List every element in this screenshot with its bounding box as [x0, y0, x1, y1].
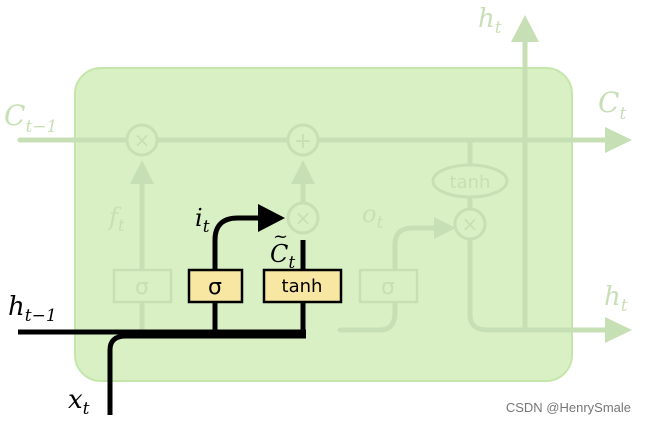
forget-gate-label: σ [135, 275, 149, 300]
highlighted-paths [18, 215, 306, 415]
label-h-prev: ht−1 [8, 292, 57, 326]
input-multiply-circle [286, 201, 320, 235]
input-gate-label: σ [208, 275, 222, 300]
output-gate-box [358, 268, 419, 304]
ht-top-arrowhead [511, 15, 539, 42]
label-x-t: xt [68, 385, 90, 419]
forget-multiply-symbol: × [134, 128, 151, 152]
highlighted-labels: ht−1 xt it ~ Ct [8, 204, 295, 419]
add-symbol: + [294, 129, 312, 154]
output-to-ht-path [467, 237, 608, 333]
label-i-t: it [195, 204, 210, 237]
forget-multiply-circle [125, 123, 159, 157]
candidate-gate-box [262, 268, 343, 304]
cell-state-arrowhead [605, 127, 632, 153]
candidate-gate-label: tanh [282, 276, 323, 297]
faded-operators: × + × tanh [125, 123, 509, 241]
cell-tanh-label: tanh [450, 172, 491, 193]
output-multiply-circle [453, 207, 487, 241]
faded-labels: ht Ct−1 Ct ht ft ot [4, 4, 628, 316]
label-h-t-right: ht [604, 282, 628, 316]
faded-gates: σ σ [112, 268, 419, 304]
label-c-tilde: Ct [270, 240, 295, 273]
input-gate-arrowhead [258, 204, 285, 232]
input-gate-box [187, 268, 244, 304]
faded-arrowheads [130, 15, 632, 343]
label-c-t: Ct [598, 86, 626, 124]
candidate-add-arrowhead [291, 160, 315, 184]
forget-gate-box [112, 268, 173, 304]
output-multiply-symbol: × [462, 212, 479, 236]
label-c-tilde-mark: ~ [273, 226, 288, 247]
forget-arrowhead [130, 160, 154, 184]
input-gate-output-path [212, 215, 262, 270]
highlighted-gates: σ tanh [187, 268, 343, 304]
x-input-line [107, 333, 306, 415]
ht-right-arrowhead [605, 317, 632, 343]
watermark: CSDN @HenrySmale [505, 400, 631, 415]
output-gate-label: σ [381, 275, 395, 300]
label-c-prev: Ct−1 [4, 99, 57, 137]
cell-tanh-ellipse [431, 163, 509, 199]
output-arrowhead [434, 217, 456, 239]
label-h-t-top: ht [478, 4, 502, 38]
input-multiply-symbol: × [295, 206, 312, 230]
label-o-t: ot [362, 200, 383, 233]
add-circle [286, 123, 320, 157]
